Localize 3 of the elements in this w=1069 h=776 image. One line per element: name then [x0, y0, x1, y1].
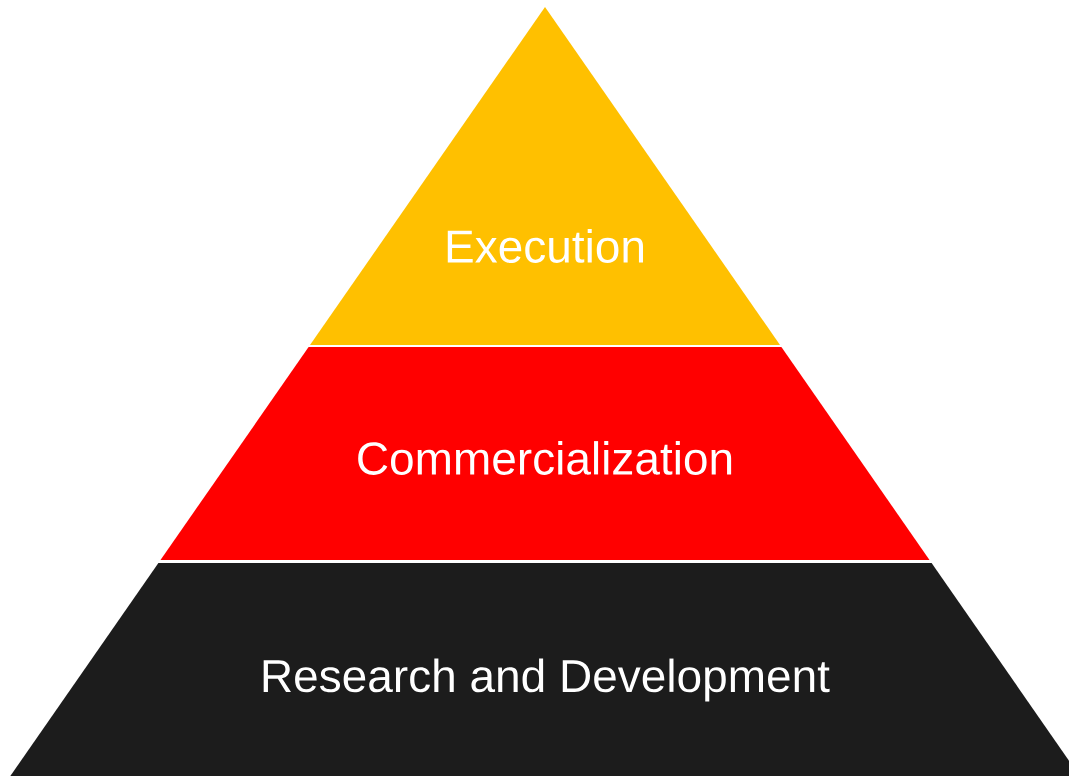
- pyramid-tier: Execution: [310, 7, 780, 345]
- pyramid-tier: Research and Development: [0, 563, 1069, 776]
- pyramid-tier: Commercialization: [160, 347, 930, 560]
